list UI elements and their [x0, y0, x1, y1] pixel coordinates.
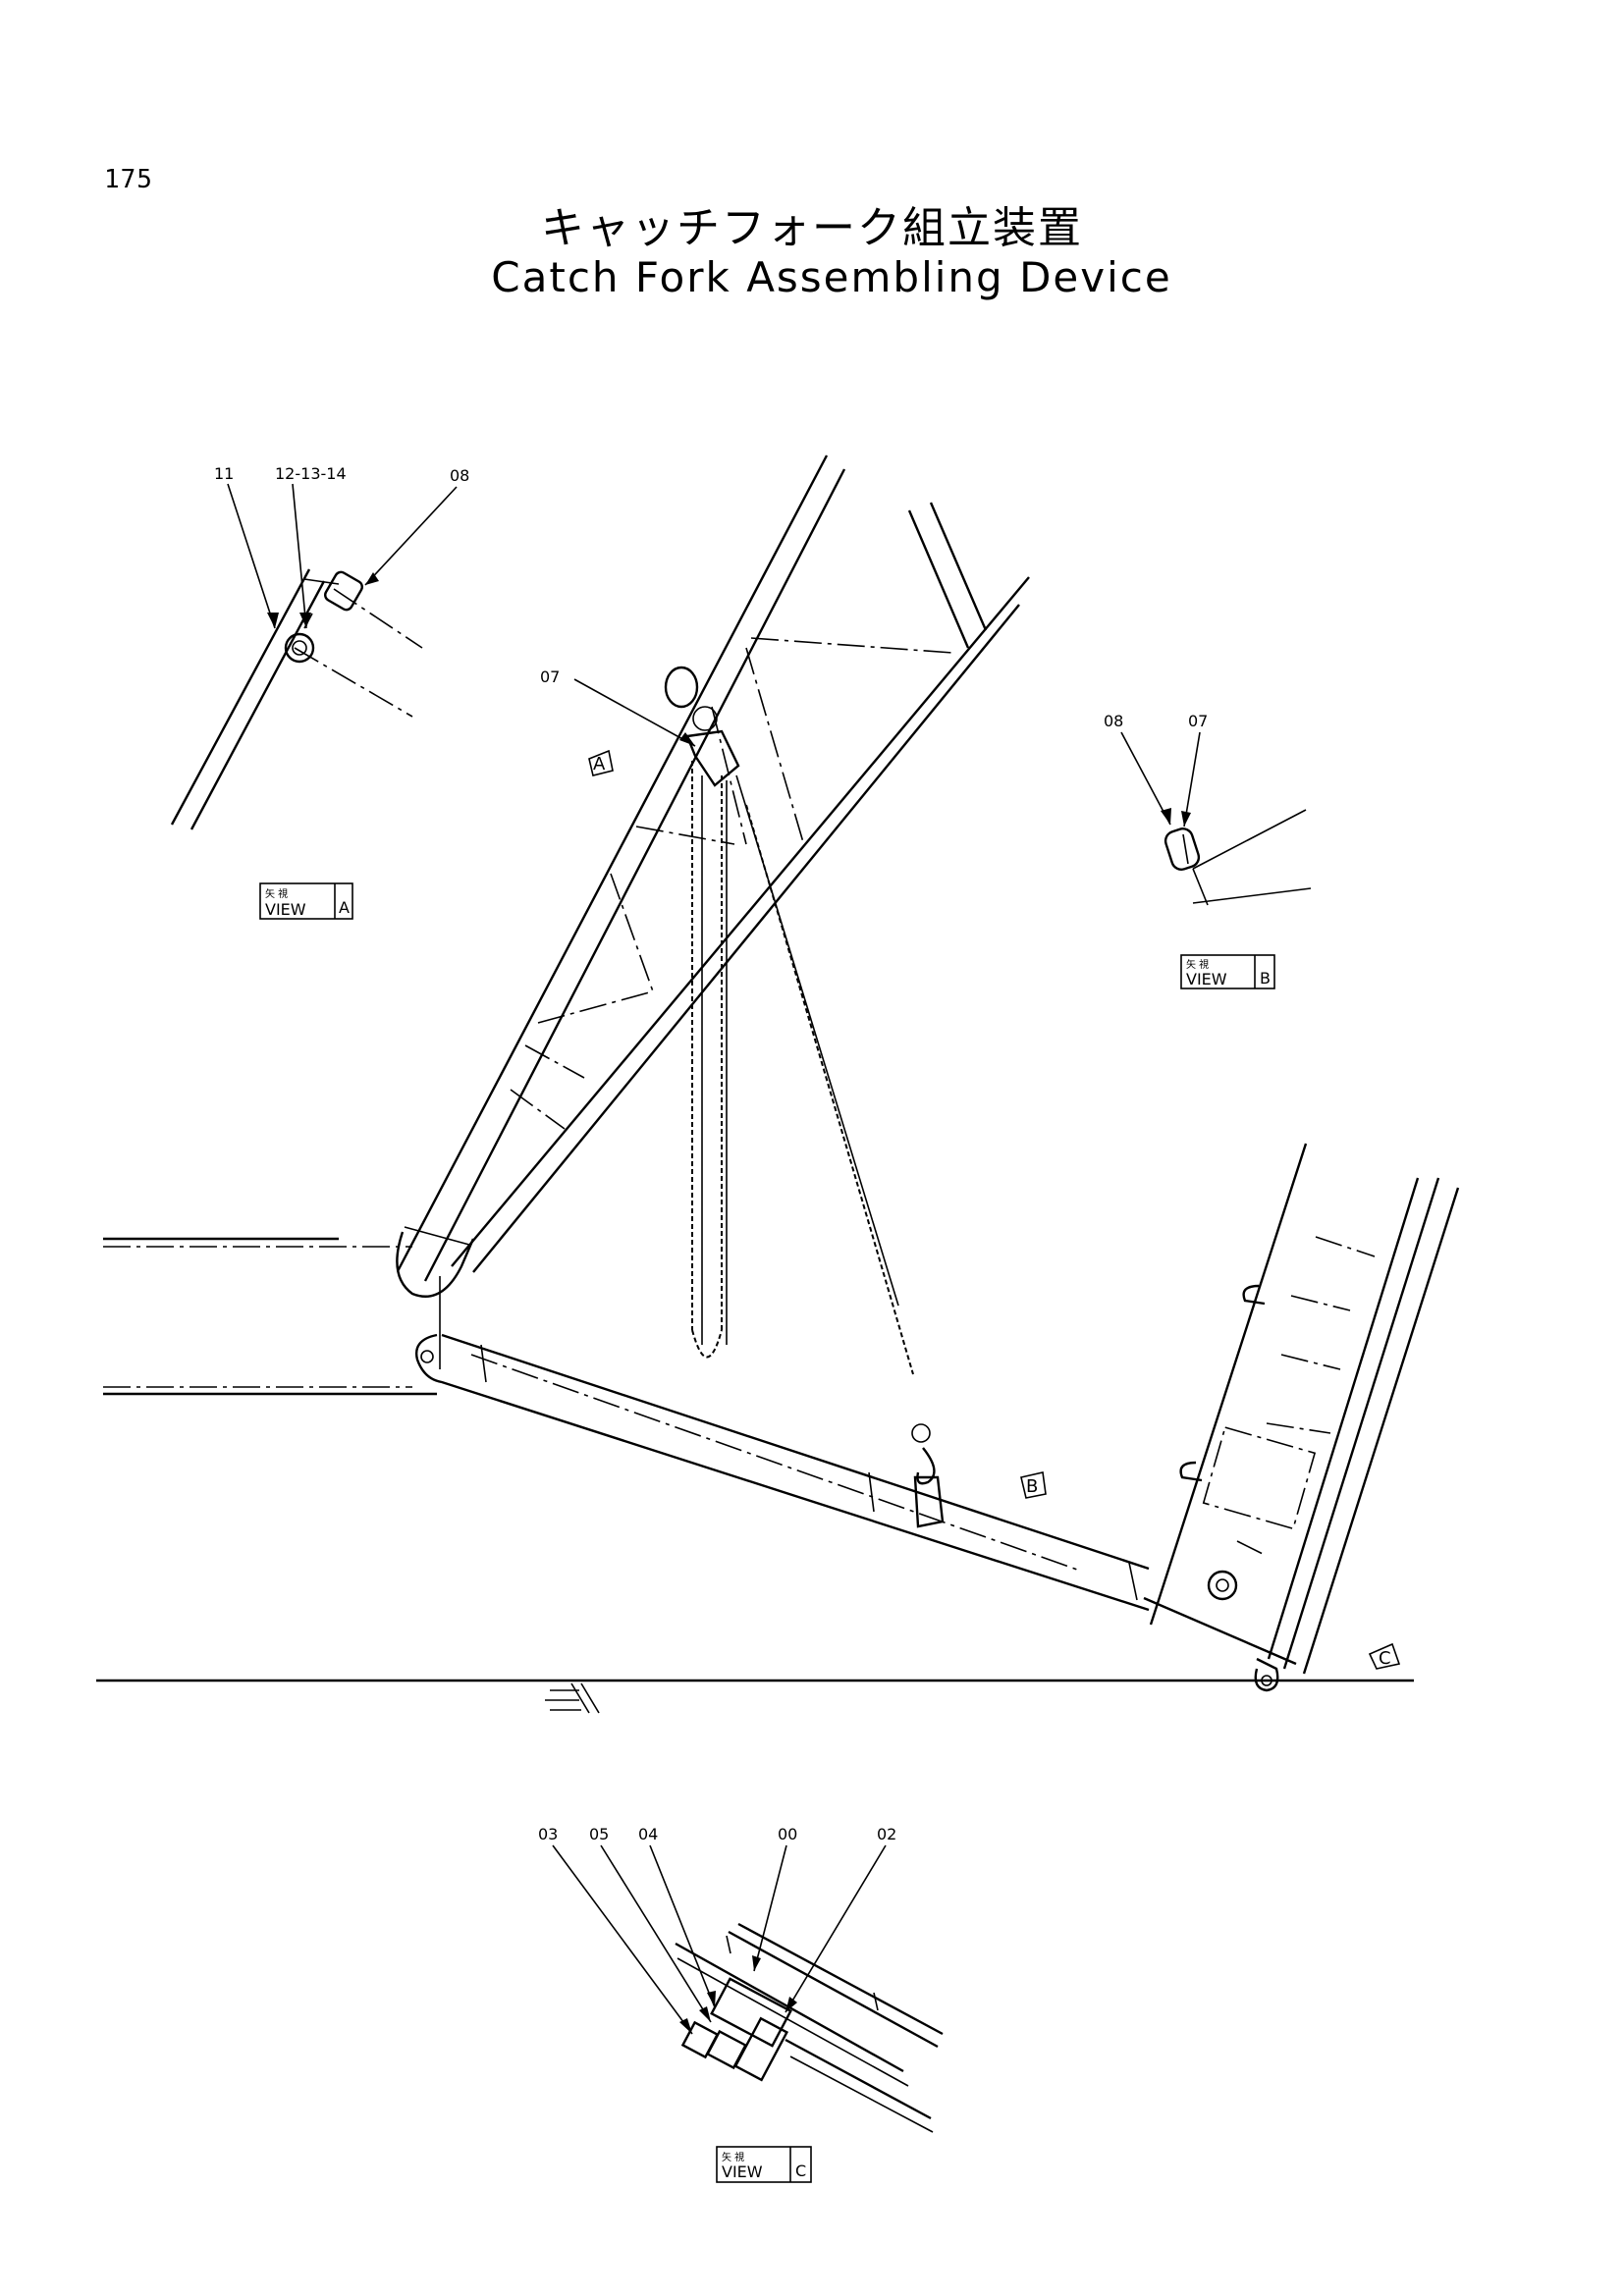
view-c-marker: C [1379, 1648, 1391, 1669]
callout-12-13-14: 12-13-14 [275, 464, 347, 483]
view-b-kanji: 矢 視 [1186, 958, 1209, 971]
callout-11: 11 [214, 464, 234, 483]
callout-07-view-b: 07 [1188, 712, 1208, 730]
view-b-label: VIEW [1186, 970, 1227, 988]
view-a-letter: A [339, 898, 350, 917]
view-c-detail: 03 05 04 00 02 矢 視 VIEW C [538, 1825, 944, 2183]
callout-04: 04 [638, 1825, 658, 1843]
view-c-label: VIEW [722, 2163, 763, 2181]
view-a-detail: 11 12-13-14 08 矢 視 VIEW A [170, 464, 469, 920]
callout-00: 00 [778, 1825, 797, 1843]
view-a-kanji: 矢 視 [265, 887, 288, 900]
page-number: 175 [104, 165, 153, 194]
view-a-marker: A [593, 754, 606, 774]
main-boom [396, 454, 1030, 1298]
callout-05: 05 [589, 1825, 609, 1843]
callout-07-main: 07 [540, 667, 560, 686]
view-a-label: VIEW [265, 900, 306, 919]
title-japanese: キャッチフォーク組立装置 [541, 203, 1083, 253]
callout-08-view-a: 08 [450, 466, 469, 485]
title-english: Catch Fork Assembling Device [491, 253, 1172, 301]
chain-block: 07 A [540, 666, 945, 1528]
callout-02: 02 [877, 1825, 896, 1843]
view-c-kanji: 矢 視 [722, 2151, 744, 2163]
view-b-letter: B [1260, 969, 1271, 988]
callout-03: 03 [538, 1825, 558, 1843]
catch-fork-arm: B [415, 1333, 1150, 1612]
base-frame [96, 1237, 1414, 1714]
view-b-detail: 08 07 矢 視 VIEW B [1104, 712, 1312, 989]
view-b-marker: B [1026, 1476, 1038, 1497]
callout-08-view-b: 08 [1104, 712, 1123, 730]
view-c-letter: C [795, 2162, 806, 2180]
mast-column: C [1143, 1143, 1460, 1692]
